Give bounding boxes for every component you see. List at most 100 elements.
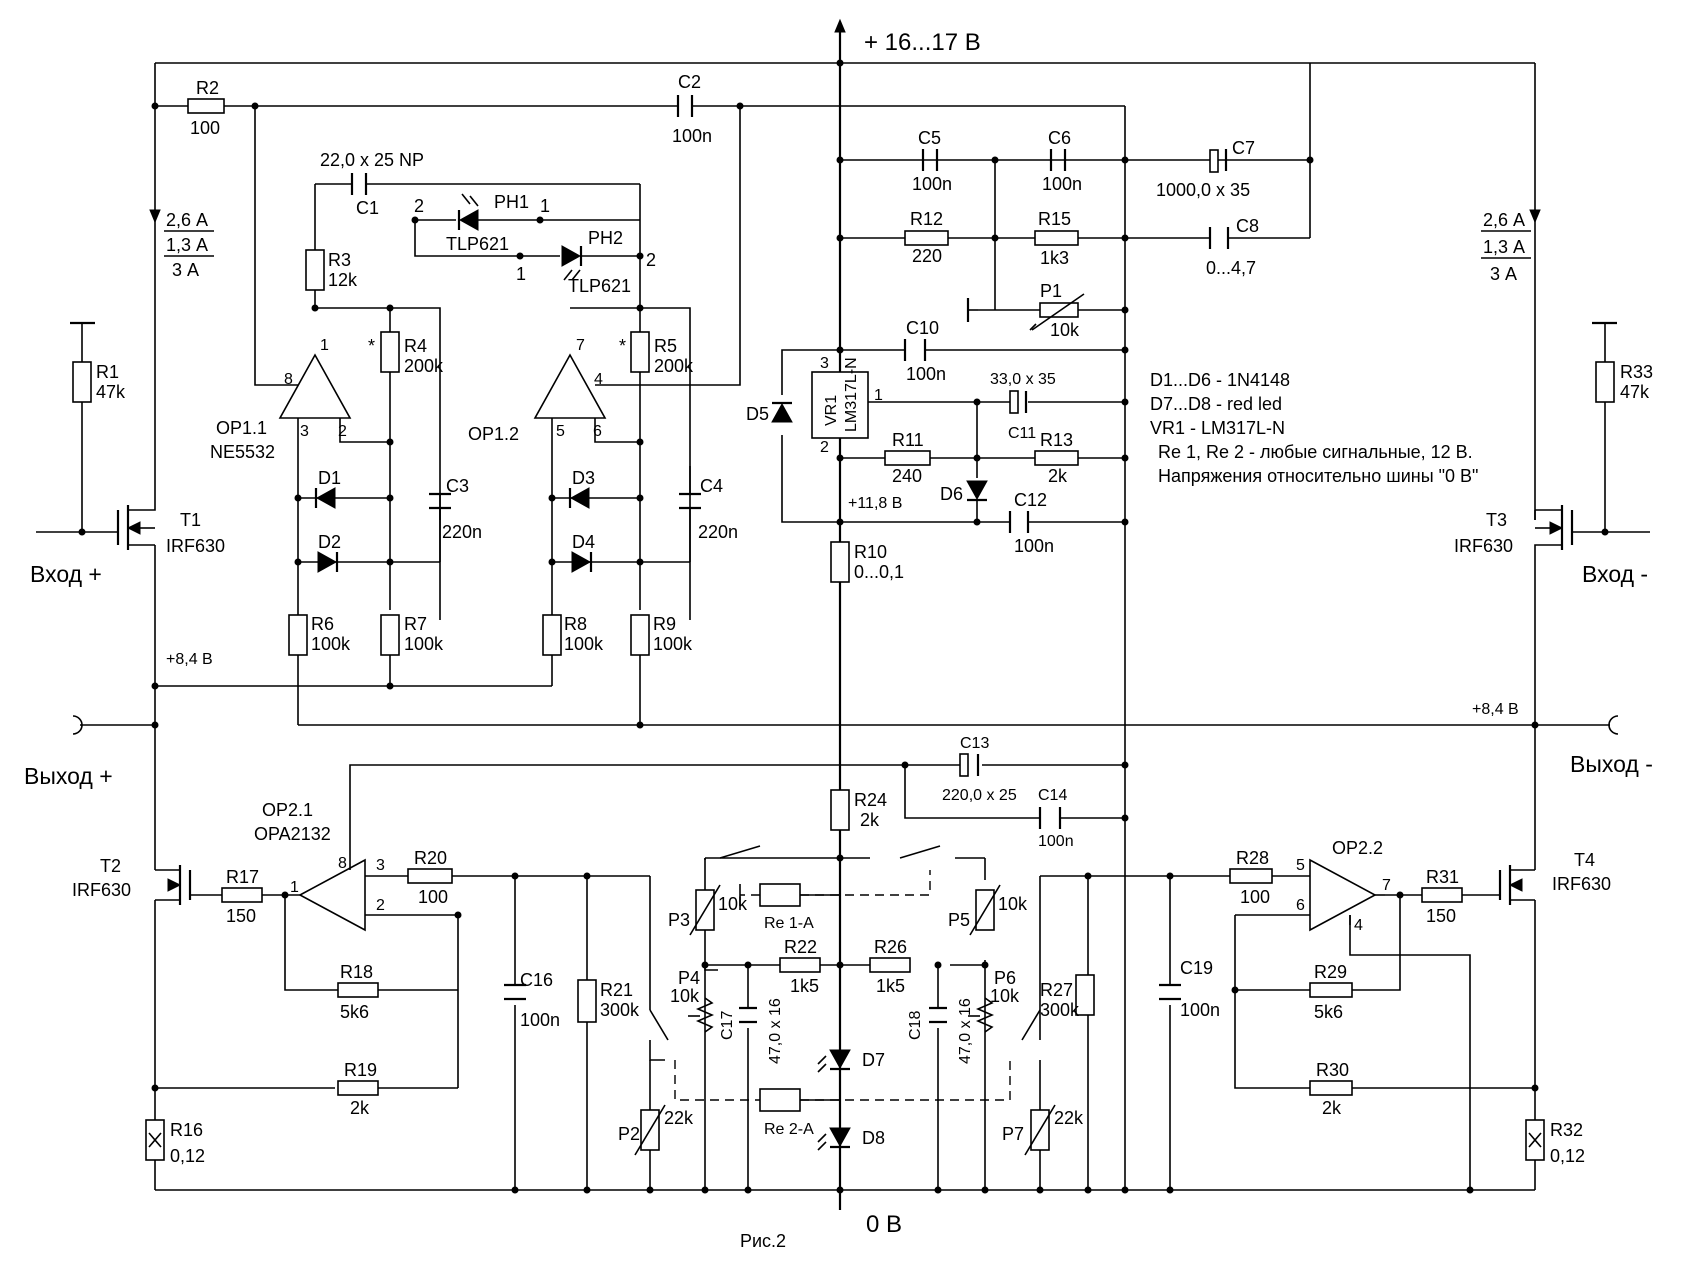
op21-body <box>298 858 366 932</box>
t2-name: T2 <box>100 856 121 876</box>
vr1-part: LM317L-N <box>843 357 860 432</box>
opamps <box>278 353 1385 932</box>
r33-name: R33 <box>1620 362 1653 382</box>
pin: 3 <box>300 423 309 440</box>
op12-body <box>533 353 607 419</box>
r10-name: R10 <box>854 542 887 562</box>
r19-value: 2k <box>350 1098 370 1118</box>
c13-name: C13 <box>960 735 989 752</box>
c19-name: C19 <box>1180 958 1213 978</box>
pin: 7 <box>576 337 585 354</box>
r27-value: 300k <box>1040 1000 1080 1020</box>
c12-value: 100n <box>1014 536 1054 556</box>
r22-value: 1k5 <box>790 976 819 996</box>
c10-value: 100n <box>906 364 946 384</box>
r20-value: 100 <box>418 887 448 907</box>
c3-name: C3 <box>446 476 469 496</box>
c16-value: 100n <box>520 1010 560 1030</box>
pin: 5 <box>556 423 565 440</box>
input-plus-label: Вход + <box>30 561 102 587</box>
t3-name: T3 <box>1486 510 1507 530</box>
p7-name: P7 <box>1002 1124 1024 1144</box>
r33-value: 47k <box>1620 382 1650 402</box>
c17-value: 47,0 x 16 <box>767 998 784 1064</box>
r32-name: R32 <box>1550 1120 1583 1140</box>
pots <box>634 293 1085 1156</box>
c18-name: C18 <box>907 1011 924 1040</box>
r29-name: R29 <box>1314 962 1347 982</box>
r5-name: R5 <box>654 336 677 356</box>
p2-name: P2 <box>618 1124 640 1144</box>
current-left-2: 1,3 А <box>166 235 208 255</box>
input-minus-label: Вход - <box>1582 561 1648 587</box>
c10-name: C10 <box>906 318 939 338</box>
c1-value: 22,0 x 25 NP <box>320 150 424 170</box>
supply-label: + 16...17 В <box>864 29 981 56</box>
r4-star: * <box>368 336 375 356</box>
r11-body <box>884 450 931 466</box>
pin: 7 <box>1382 877 1391 894</box>
pin: 2 <box>376 897 385 914</box>
r4-name: R4 <box>404 336 427 356</box>
r19-name: R19 <box>344 1060 377 1080</box>
d2-label: D2 <box>318 532 341 552</box>
r27-body <box>1075 974 1095 1016</box>
r20-body <box>407 868 453 884</box>
op22-name: OP2.2 <box>1332 838 1383 858</box>
c14-name: C14 <box>1038 787 1067 804</box>
v118-label: +11,8 В <box>848 495 902 512</box>
legend-line-5: Напряжения относительно шины "0 В" <box>1158 466 1478 486</box>
t1-name: T1 <box>180 510 201 530</box>
d7-label: D7 <box>862 1050 885 1070</box>
pin: 8 <box>284 371 293 388</box>
relay-links <box>674 870 1011 1101</box>
t4-name: T4 <box>1574 850 1595 870</box>
r2-body <box>187 98 225 114</box>
re2-label: Re 2-A <box>764 1121 814 1138</box>
r19-body <box>337 1080 379 1096</box>
c8-value: 0...4,7 <box>1206 258 1256 278</box>
r18-body <box>337 982 379 998</box>
vr1-body <box>811 371 869 439</box>
c8-name: C8 <box>1236 216 1259 236</box>
c2-name: C2 <box>678 72 701 92</box>
r8-name: R8 <box>564 614 587 634</box>
legend-line-3: VR1 - LM317L-N <box>1150 418 1285 438</box>
r13-name: R13 <box>1040 430 1073 450</box>
c5-name: C5 <box>918 128 941 148</box>
misc-symbols <box>70 18 1619 1210</box>
c7-value: 1000,0 x 35 <box>1156 180 1250 200</box>
op21-type: OPA2132 <box>254 824 331 844</box>
current-right-3: 3 А <box>1490 264 1517 284</box>
c4-name: C4 <box>700 476 723 496</box>
c14-value: 100n <box>1038 833 1074 850</box>
p4-value: 10k <box>670 986 700 1006</box>
pin: 2 <box>820 439 829 456</box>
capacitors <box>350 95 1230 1024</box>
r10-value: 0...0,1 <box>854 562 904 582</box>
r3-name: R3 <box>328 250 351 270</box>
r30-body <box>1309 1080 1353 1096</box>
op21-name: OP2.1 <box>262 800 313 820</box>
r5-value: 200k <box>654 356 694 376</box>
pin: 1 <box>540 196 550 216</box>
pin: 1 <box>320 337 329 354</box>
d5-label: D5 <box>746 404 769 424</box>
v84-right-label: +8,4 В <box>1472 701 1519 718</box>
r10-body <box>830 541 850 583</box>
r28-value: 100 <box>1240 887 1270 907</box>
r32-value: 0,12 <box>1550 1146 1585 1166</box>
r1-value: 47k <box>96 382 126 402</box>
p6-value: 10k <box>990 986 1020 1006</box>
r31-value: 150 <box>1426 906 1456 926</box>
r15-value: 1k3 <box>1040 248 1069 268</box>
output-minus-label: Выход - <box>1570 751 1653 777</box>
mosfets <box>116 497 1574 905</box>
legend-line-1: D1...D6 - 1N4148 <box>1150 370 1290 390</box>
r24-value: 2k <box>860 810 880 830</box>
r9-name: R9 <box>653 614 676 634</box>
r15-name: R15 <box>1038 209 1071 229</box>
c7-body <box>1209 149 1219 173</box>
r16-value: 0,12 <box>170 1146 205 1166</box>
